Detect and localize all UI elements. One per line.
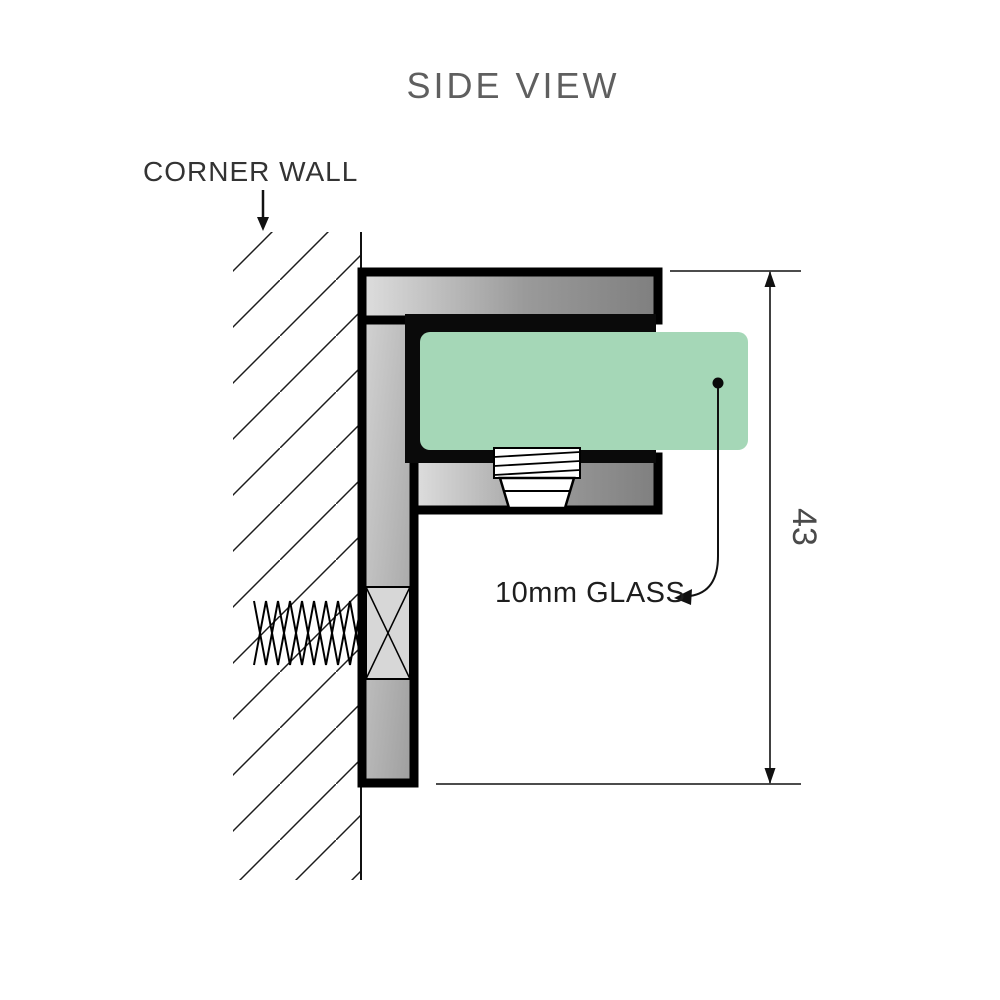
dimension-label: 43	[785, 508, 823, 546]
wall-screw-head	[365, 586, 411, 680]
glass-panel	[420, 332, 748, 450]
glass-callout-dot	[712, 377, 724, 389]
wall-hatching	[233, 232, 361, 880]
corner-wall-label: CORNER WALL	[143, 156, 358, 187]
diagram-title: SIDE VIEW	[406, 65, 619, 106]
dimension-arrow-down-icon	[764, 768, 776, 784]
glass-callout: 10mm GLASS	[495, 377, 724, 609]
glass-callout-label: 10mm GLASS	[495, 577, 685, 609]
set-screw	[493, 447, 581, 510]
dimension-43: 43	[436, 270, 823, 785]
glass-callout-arrowhead-icon	[674, 589, 692, 605]
bracket-top-arm	[357, 267, 663, 325]
glass-callout-leader	[689, 388, 719, 597]
wall-screw-thread	[253, 600, 362, 666]
corner-wall-arrow	[257, 190, 269, 231]
dimension-arrow-up-icon	[764, 271, 776, 287]
